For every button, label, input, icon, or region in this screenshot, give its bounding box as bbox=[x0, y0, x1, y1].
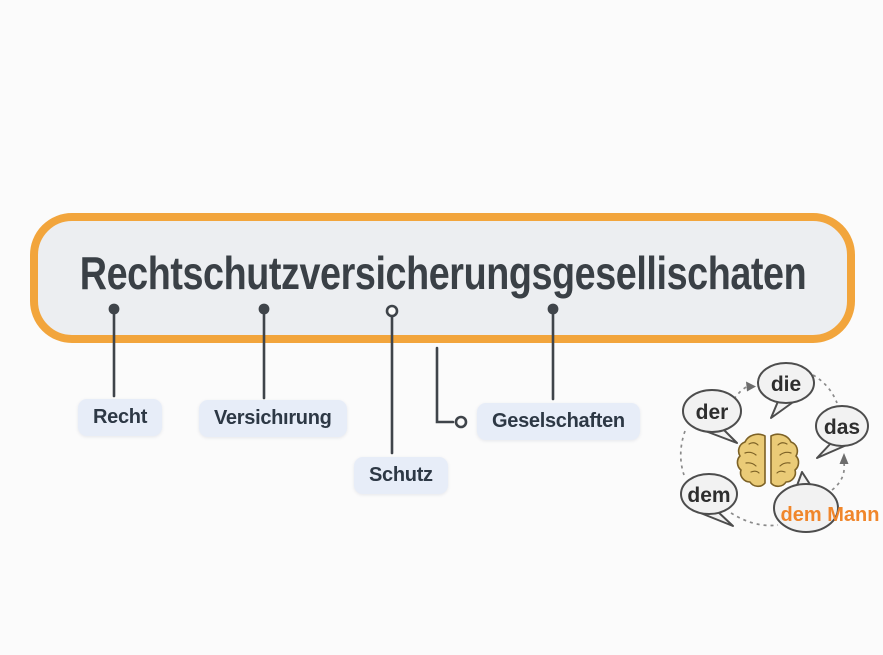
article-bubble-dem: dem bbox=[680, 473, 738, 527]
compound-word-panel: Rechtschutzversicherungsgesellischaten bbox=[30, 213, 855, 343]
word-part-label-gesellschaften: Geselschaften bbox=[477, 403, 640, 440]
word-part-label-schutz: Schutz bbox=[354, 457, 448, 494]
brain-icon bbox=[736, 433, 800, 488]
article-bubble-label-highlighted: dem Mann bbox=[781, 504, 880, 526]
word-part-label-recht: Recht bbox=[78, 399, 163, 436]
article-bubble-dem-mann: dem Mann bbox=[773, 471, 880, 533]
article-bubble-das: das bbox=[815, 405, 869, 459]
article-bubble-die: die bbox=[757, 362, 815, 419]
dashed-arc-dem-demmann bbox=[730, 512, 779, 527]
dashed-arrow-demmann-das bbox=[831, 462, 846, 491]
dashed-arrow-der-die bbox=[733, 385, 750, 400]
arrowhead-icon bbox=[746, 381, 756, 392]
compound-word-title: Rechtschutzversicherungsgesellischaten bbox=[79, 247, 806, 299]
article-cycle-diagram: der die das dem dem Mann bbox=[679, 362, 880, 533]
article-bubble-label: die bbox=[771, 373, 801, 396]
article-bubble-label: das bbox=[824, 416, 860, 439]
article-bubble-der: der bbox=[682, 389, 742, 444]
dashed-arc-der-dem bbox=[679, 430, 686, 476]
dashed-arc-die-das bbox=[812, 374, 838, 404]
word-part-label-versicherung: Versichırung bbox=[199, 400, 347, 437]
article-bubble-label: dem bbox=[687, 484, 730, 507]
article-bubble-label: der bbox=[696, 401, 729, 424]
arrowhead-icon bbox=[839, 453, 849, 464]
